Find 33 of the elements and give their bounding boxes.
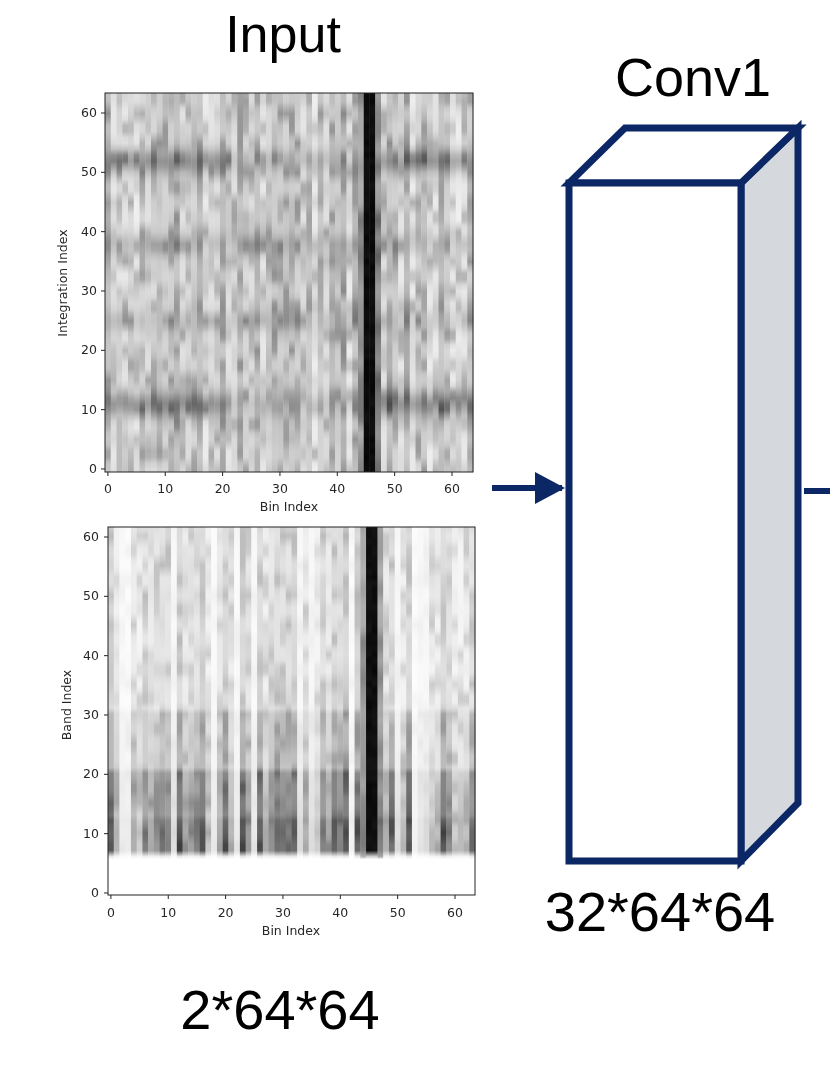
tick-label: 20	[81, 344, 97, 357]
tick-label: 10	[157, 482, 174, 496]
tick-label: 30	[275, 906, 291, 920]
tick-label: 0	[91, 886, 99, 900]
tick-label: 30	[83, 708, 99, 722]
tick-label: 40	[329, 482, 346, 496]
tick-label: 30	[272, 482, 288, 496]
tick-label: 50	[386, 482, 403, 496]
tensor-shape-label: 32*64*64	[544, 884, 776, 940]
tick-label: 60	[444, 482, 460, 496]
connector-line	[804, 488, 830, 494]
tick-label: 40	[332, 906, 349, 920]
tick-label: 20	[214, 482, 231, 496]
tick-label: 60	[81, 106, 97, 120]
axis-title: Bin Index	[261, 924, 321, 938]
tick-label: 0	[89, 462, 97, 476]
tick-label: 60	[83, 530, 99, 544]
tick-label: 20	[83, 768, 99, 781]
tick-label: 20	[217, 906, 234, 920]
tick-label: 50	[83, 590, 99, 603]
axis-title: Integration Index	[56, 229, 70, 337]
tick-label: 30	[81, 284, 97, 298]
layer-title: Conv1	[614, 50, 772, 104]
tick-label: 0	[106, 906, 115, 920]
tick-label: 0	[103, 482, 112, 496]
arrow	[492, 472, 565, 504]
tensor-shape-label: 2*64*64	[180, 982, 380, 1038]
tick-label: 10	[160, 906, 177, 920]
tick-label: 50	[81, 166, 97, 179]
axis-title: Bin Index	[259, 500, 319, 514]
tick-label: 60	[447, 906, 463, 920]
tick-label: 50	[389, 906, 406, 920]
axis-title: Band Index	[60, 669, 74, 741]
